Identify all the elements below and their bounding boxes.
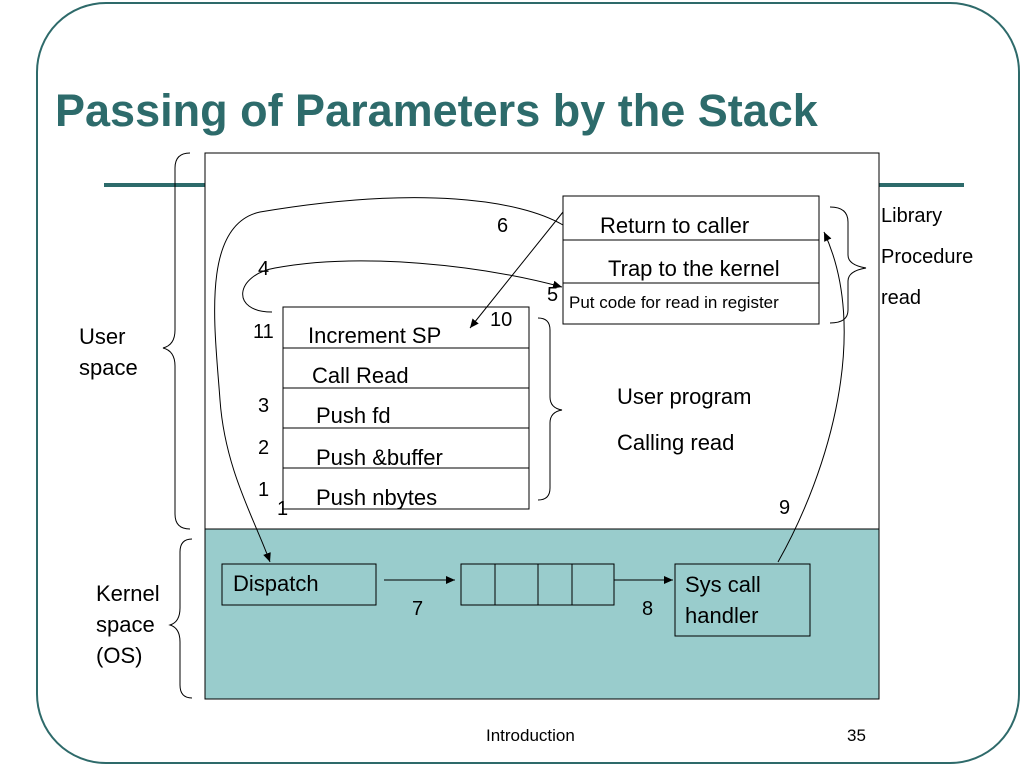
step-number-6: 6 (497, 215, 509, 237)
handler-label-line2: handler (685, 603, 759, 628)
arrow-9-return-to-library (777, 231, 845, 563)
footer-title: Introduction (486, 726, 575, 745)
stack-row-increment-sp: Increment SP (308, 323, 442, 348)
library-procedure-box (562, 195, 820, 325)
handler-label-line1: Sys call (685, 572, 761, 597)
user-program-label-line2: Calling read (617, 430, 735, 455)
step-number-9: 9 (779, 497, 791, 519)
step-number-2: 2 (258, 437, 270, 459)
kernel-space-label-line1: Kernel (96, 581, 160, 606)
step-number-8: 8 (642, 598, 654, 620)
dispatch-box (221, 563, 377, 606)
step-number-5: 5 (547, 284, 559, 306)
library-row-put-code: Put code for read in register (569, 293, 779, 312)
library-row-return-to-caller: Return to caller (600, 213, 750, 238)
stack-row-call-read: Call Read (312, 363, 409, 388)
step-number-10: 10 (490, 309, 513, 331)
kernel-space-brace (168, 538, 193, 699)
user-program-label-line1: User program (617, 384, 752, 409)
arrow-5-trap (242, 260, 563, 313)
user-space-label-line1: User (79, 324, 126, 349)
step-number-1: 1 (258, 479, 270, 501)
library-label-line1: Library (881, 205, 943, 227)
kernel-space-label-line2: space (96, 612, 155, 637)
title-rule-right (878, 183, 964, 187)
flow-arrows (214, 197, 845, 584)
slide-title: Passing of Parameters by the Stack (55, 85, 818, 136)
arrow-10-return (469, 211, 564, 329)
library-label-line2: Procedure (881, 246, 974, 268)
title-rule-left (104, 183, 206, 187)
slide-frame (36, 2, 1020, 764)
step-number-11: 11 (253, 321, 274, 343)
library-row-trap-to-kernel: Trap to the kernel (608, 256, 780, 281)
kernel-space-label-line3: (OS) (96, 643, 143, 668)
user-program-brace (537, 317, 563, 501)
arrow-6-to-kernel (214, 197, 564, 563)
stack-row-push-buffer: Push &buffer (316, 445, 443, 470)
library-brace (829, 206, 867, 324)
page-number: 35 (847, 726, 866, 745)
braces (162, 152, 867, 699)
step-number-1b: 1 (277, 498, 289, 520)
stack-row-push-fd: Push fd (316, 403, 391, 428)
user-space-label-line2: space (79, 355, 138, 380)
stack-row-push-nbytes: Push nbytes (316, 485, 438, 510)
step-number-7: 7 (412, 598, 424, 620)
user-space-brace (162, 152, 191, 530)
syscall-table (460, 563, 615, 606)
user-program-stack-box (282, 306, 530, 510)
library-label-line3: read (881, 287, 922, 309)
step-number-4: 4 (258, 258, 270, 280)
dispatch-label: Dispatch (233, 571, 319, 596)
step-number-3: 3 (258, 395, 270, 417)
syscall-handler-box (674, 563, 811, 637)
